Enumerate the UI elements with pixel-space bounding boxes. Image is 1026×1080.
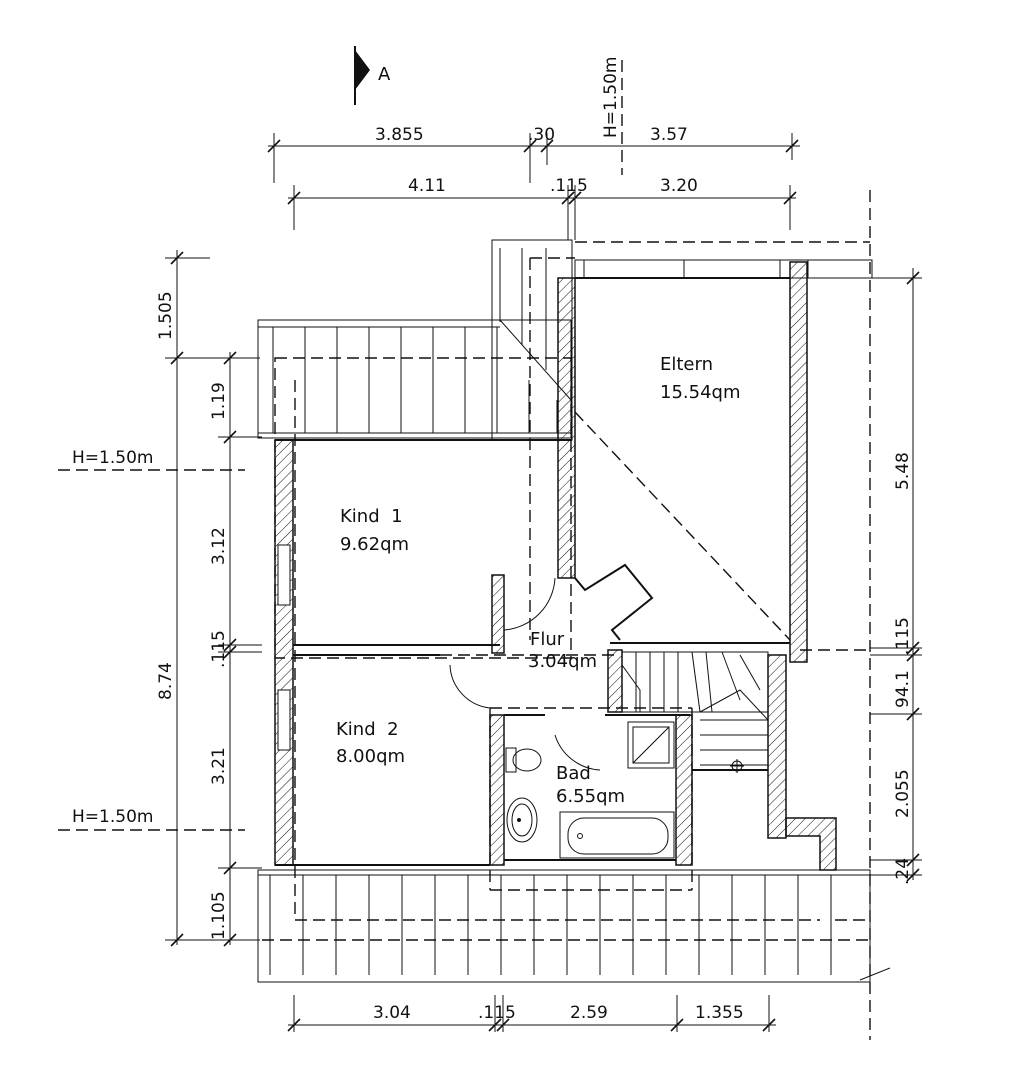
room-bad-area: 6.55qm	[556, 786, 625, 807]
sink-icon	[506, 797, 538, 843]
dim-right-2: .115	[893, 617, 913, 655]
dim-left-outer-2: 8.74	[156, 662, 176, 700]
dim-right-3: 94.1	[893, 670, 913, 708]
dim-left-inner-3: .115	[209, 630, 229, 668]
dim-top-4: 4.11	[408, 176, 446, 196]
section-marker-label: A	[378, 64, 391, 85]
bottom-dimensions: 3.04 .115 2.59 1.355	[287, 995, 776, 1032]
right-edge-lines	[800, 190, 891, 1040]
walls	[274, 261, 837, 871]
room-flur-name: Flur	[530, 629, 565, 650]
dim-top-6: 3.20	[660, 176, 698, 196]
top-dimensions: 3.855 .30 3.57 4.11 .115 3.20	[267, 125, 800, 240]
dim-left-inner-1: 1.19	[209, 382, 229, 420]
shower-icon	[627, 721, 675, 769]
room-kind1-area: 9.62qm	[340, 534, 409, 555]
room-labels: Eltern 15.54qm Kind 1 9.62qm Kind 2 8.00…	[336, 354, 741, 807]
bathtub-icon	[559, 811, 675, 859]
left-dimensions: 1.505 8.74 1.19 3.12 .115 3.21 1.105	[156, 250, 262, 947]
doors	[449, 563, 654, 771]
height-note-top: H=1.50m	[601, 57, 623, 175]
section-marker: A	[354, 46, 391, 105]
dim-left-inner-4: 3.21	[209, 747, 229, 785]
height-note-top-label: H=1.50m	[601, 57, 621, 138]
bathroom-fixtures	[505, 721, 675, 859]
height-notes-left: H=1.50m H=1.50m	[58, 448, 245, 831]
toilet-icon	[505, 747, 542, 773]
slope-lines	[440, 411, 791, 891]
dim-top-5: .115	[550, 176, 588, 196]
dim-left-inner-2: 3.12	[209, 527, 229, 565]
room-eltern-area: 15.54qm	[660, 382, 741, 403]
room-kind1-name: Kind 1	[340, 506, 403, 527]
dim-right-4: 2.055	[893, 769, 913, 818]
right-dimensions: 5.48 .115 94.1 2.055 .24	[870, 268, 922, 885]
dim-bottom-2: .115	[478, 1003, 516, 1023]
dim-left-inner-5: 1.105	[209, 891, 229, 940]
dim-right-1: 5.48	[893, 452, 913, 490]
dim-bottom-1: 3.04	[373, 1003, 411, 1023]
room-bad-name: Bad	[556, 763, 591, 784]
room-kind2-name: Kind 2	[336, 719, 399, 740]
dim-bottom-3: 2.59	[570, 1003, 608, 1023]
dim-bottom-4: 1.355	[695, 1003, 744, 1023]
room-flur-area: 3.04qm	[528, 651, 597, 672]
roof-bottom	[257, 380, 871, 983]
dim-top-2: .30	[528, 125, 555, 145]
dim-left-outer-1: 1.505	[156, 291, 176, 340]
height-note-left-lower: H=1.50m	[72, 807, 153, 827]
dim-top-1: 3.855	[375, 125, 424, 145]
room-eltern-name: Eltern	[660, 354, 713, 375]
height-note-left-upper: H=1.50m	[72, 448, 153, 468]
dim-right-5: .24	[893, 858, 913, 885]
roof-top-left	[257, 319, 572, 659]
room-kind2-area: 8.00qm	[336, 746, 405, 767]
staircase	[621, 651, 769, 773]
dim-top-3: 3.57	[650, 125, 688, 145]
